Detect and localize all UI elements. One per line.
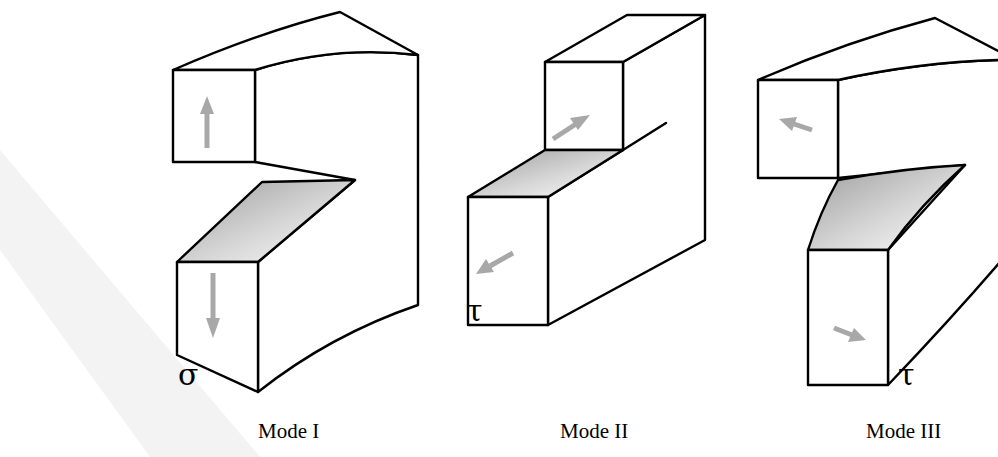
mode-caption: Mode III [866, 421, 941, 442]
mode-caption: Mode I [258, 421, 319, 442]
load-arrows [200, 96, 866, 342]
stress-symbol: σ [178, 360, 198, 390]
mode-two-block [468, 15, 705, 325]
mode-three-block [758, 18, 998, 385]
watermark-band [0, 150, 260, 457]
mode-one-block [173, 12, 418, 392]
stress-symbol: τ [898, 360, 915, 390]
mode-caption: Mode II [560, 421, 628, 442]
stress-symbol: τ [466, 296, 483, 326]
